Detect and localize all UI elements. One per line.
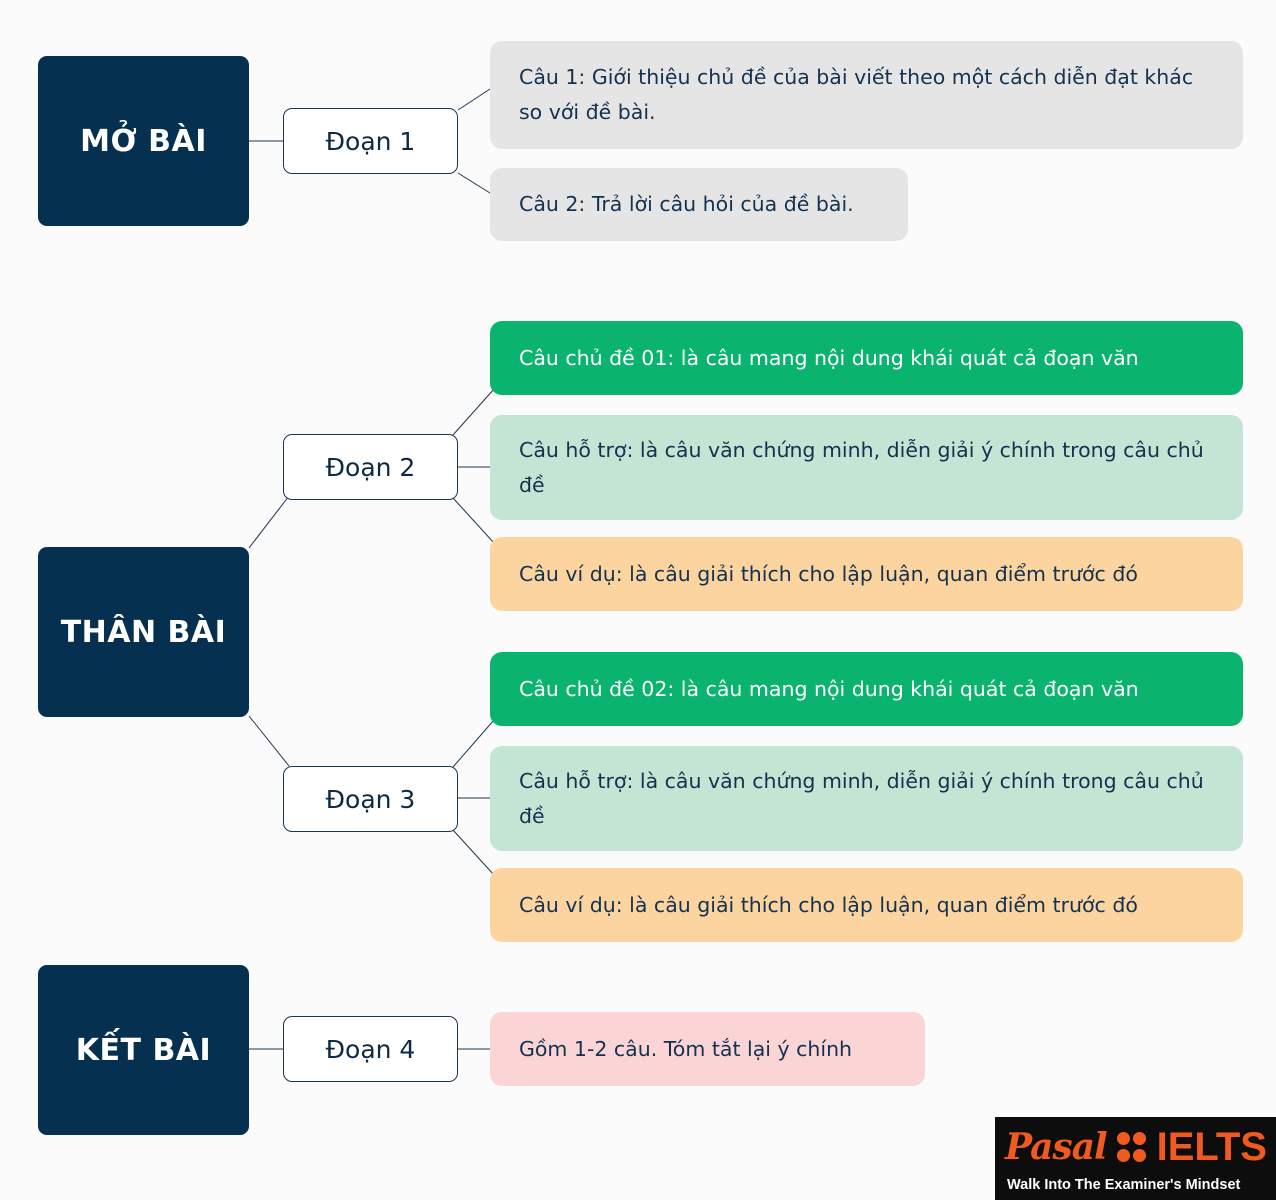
sentence-text: Câu chủ đề 02: là câu mang nội dung khái… (519, 676, 1139, 701)
sentence-p2-support: Câu hỗ trợ: là câu văn chứng minh, diễn … (490, 415, 1243, 520)
connector-body-p3 (248, 715, 290, 767)
sentence-p3-example: Câu ví dụ: là câu giải thích cho lập luậ… (490, 868, 1243, 942)
sentence-text: Câu 2: Trả lời câu hỏi của đề bài. (519, 192, 854, 216)
logo-pasal-text: Pasal (1005, 1126, 1108, 1168)
logo-tagline: Walk Into The Examiner's Mindset (1007, 1177, 1241, 1193)
paragraph-node-3: Đoạn 3 (283, 766, 458, 832)
connector-p3-example (452, 829, 495, 876)
section-body: THÂN BÀI (38, 547, 249, 717)
connector-p2-example (452, 497, 495, 544)
sentence-p3-support: Câu hỗ trợ: là câu văn chứng minh, diễn … (490, 746, 1243, 851)
paragraph-node-4: Đoạn 4 (283, 1016, 458, 1082)
paragraph-node-2: Đoạn 2 (283, 434, 458, 500)
sentence-p4-summary: Gồm 1-2 câu. Tóm tắt lại ý chính (490, 1012, 925, 1086)
sentence-p3-topic: Câu chủ đề 02: là câu mang nội dung khái… (490, 652, 1243, 726)
sentence-p1-answer: Câu 2: Trả lời câu hỏi của đề bài. (490, 168, 908, 241)
sentence-p1-intro: Câu 1: Giới thiệu chủ đề của bài viết th… (490, 41, 1243, 149)
paragraph-node-1: Đoạn 1 (283, 108, 458, 174)
logo-dots-icon (1116, 1132, 1147, 1162)
sentence-text: Câu ví dụ: là câu giải thích cho lập luậ… (519, 892, 1138, 917)
section-conclusion: KẾT BÀI (38, 965, 249, 1135)
sentence-p2-example: Câu ví dụ: là câu giải thích cho lập luậ… (490, 537, 1243, 611)
logo-brand: Pasal IELTS (1005, 1121, 1267, 1173)
section-intro: MỞ BÀI (38, 56, 249, 226)
connector-p2-topic (452, 388, 495, 436)
sentence-text: Câu chủ đề 01: là câu mang nội dung khái… (519, 345, 1139, 370)
logo-ielts-text: IELTS (1156, 1124, 1267, 1169)
pasal-ielts-logo: Pasal IELTS Walk Into The Examiner's Min… (995, 1117, 1276, 1200)
connector-p3-topic (452, 719, 495, 768)
sentence-text: Câu ví dụ: là câu giải thích cho lập luậ… (519, 561, 1138, 586)
sentence-text: Câu hỗ trợ: là câu văn chứng minh, diễn … (519, 768, 1204, 828)
connector-p1-s2 (457, 172, 491, 194)
sentence-p2-topic: Câu chủ đề 01: là câu mang nội dung khái… (490, 321, 1243, 395)
sentence-text: Câu 1: Giới thiệu chủ đề của bài viết th… (519, 65, 1194, 124)
sentence-text: Gồm 1-2 câu. Tóm tắt lại ý chính (519, 1036, 853, 1061)
sentence-text: Câu hỗ trợ: là câu văn chứng minh, diễn … (519, 437, 1204, 497)
connector-p1-s1 (457, 88, 491, 111)
connector-body-p2 (248, 495, 290, 549)
